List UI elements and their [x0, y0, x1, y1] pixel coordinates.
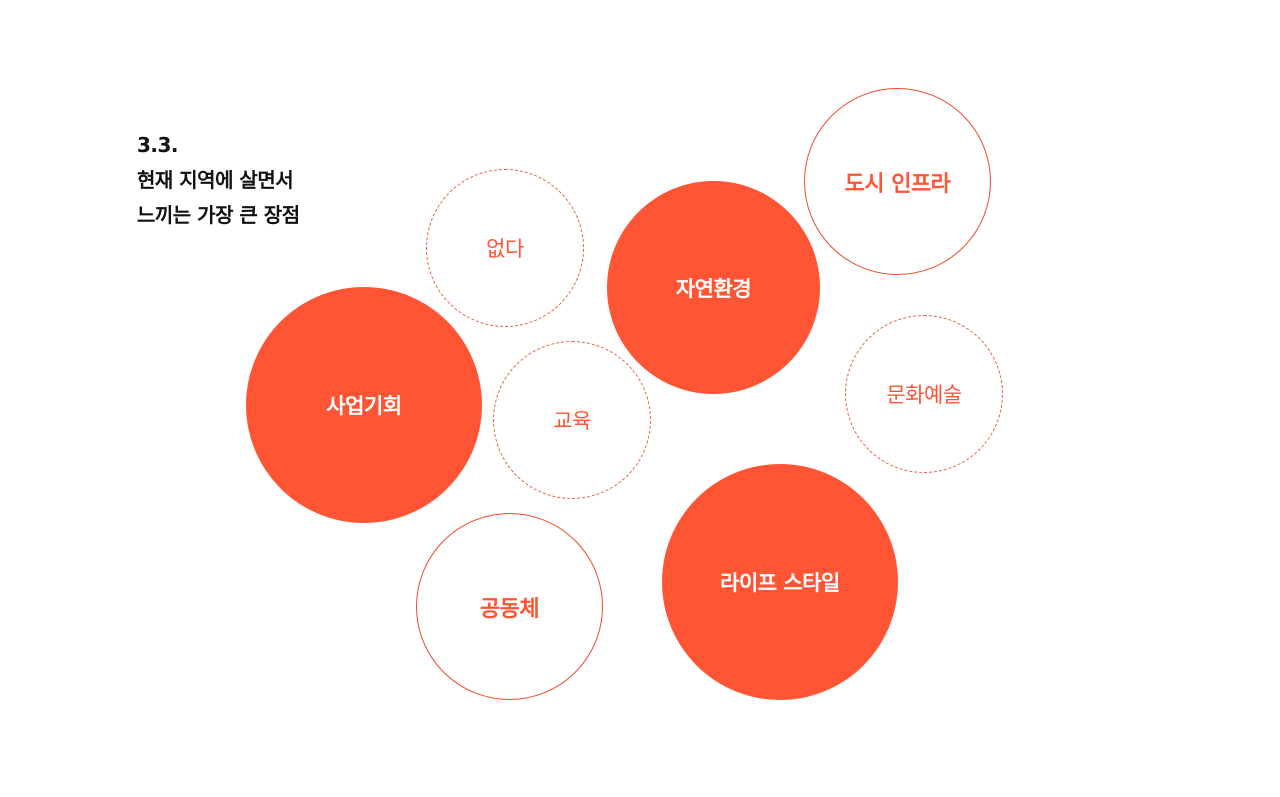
bubble-label: 교육 — [553, 409, 591, 433]
bubble-label: 사업기회 — [326, 394, 402, 418]
section-number: 3.3. — [137, 133, 179, 157]
bubble-education: 교육 — [493, 341, 651, 499]
bubble-culture: 문화예술 — [845, 315, 1003, 473]
section-title-line-1: 현재 지역에 살면서 — [137, 168, 294, 192]
section-title-line-2: 느끼는 가장 큰 장점 — [137, 203, 300, 227]
bubble-nature: 자연환경 — [607, 181, 820, 394]
bubble-label: 자연환경 — [675, 276, 752, 301]
section-heading: 3.3. 현재 지역에 살면서 느끼는 가장 큰 장점 — [137, 128, 300, 233]
bubble-city-infra: 도시 인프라 — [804, 88, 991, 275]
bubble-community: 공동체 — [416, 513, 603, 700]
bubble-none: 없다 — [426, 169, 584, 327]
bubble-label: 도시 인프라 — [844, 171, 951, 197]
bubble-label: 라이프 스타일 — [720, 571, 840, 595]
bubble-lifestyle: 라이프 스타일 — [662, 464, 898, 700]
bubble-label: 문화예술 — [886, 383, 962, 407]
bubble-label: 공동체 — [479, 596, 540, 622]
bubble-business: 사업기회 — [246, 287, 482, 523]
bubble-label: 없다 — [486, 237, 524, 261]
